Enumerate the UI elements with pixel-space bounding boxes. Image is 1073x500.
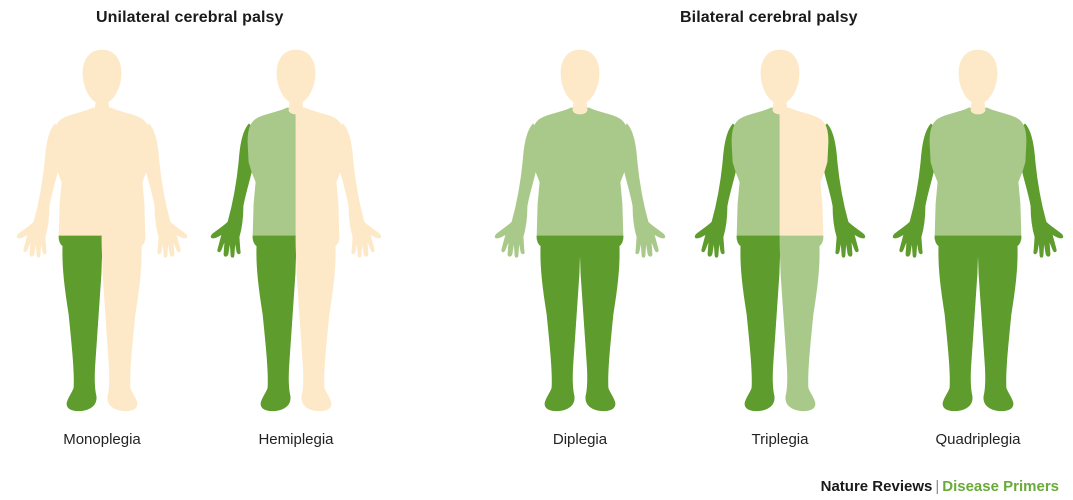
body-region-leg-right — [580, 244, 619, 411]
body-figure-svg — [888, 44, 1068, 416]
body-region-torso-left — [930, 108, 978, 239]
body-region-torso-right — [780, 108, 828, 239]
series-name: Disease Primers — [942, 478, 1059, 495]
body-region-leg-right — [978, 244, 1017, 411]
figure-quadriplegia — [888, 44, 1068, 416]
body-region-leg-left — [939, 244, 978, 411]
figure-hemiplegia — [206, 44, 386, 416]
body-figure-svg — [12, 44, 192, 416]
journal-credit: Nature Reviews|Disease Primers — [821, 478, 1059, 495]
body-region-leg-left — [257, 244, 296, 411]
figure-label-quadriplegia: Quadriplegia — [888, 431, 1068, 448]
figure-label-hemiplegia: Hemiplegia — [206, 431, 386, 448]
figure-diplegia — [490, 44, 670, 416]
bilateral-group-title: Bilateral cerebral palsy — [680, 9, 858, 27]
body-region-torso-right — [978, 108, 1026, 239]
body-region-torso-left — [248, 108, 296, 239]
body-region-head — [277, 50, 315, 114]
body-region-torso-left — [732, 108, 780, 239]
body-region-leg-left — [63, 244, 102, 411]
body-region-leg-right — [102, 244, 141, 411]
unilateral-group-title: Unilateral cerebral palsy — [96, 9, 283, 27]
figure-triplegia — [690, 44, 870, 416]
body-region-leg-left — [541, 244, 580, 411]
body-region-leg-left — [741, 244, 780, 411]
body-region-torso-right — [102, 108, 150, 239]
body-region-torso-left — [54, 108, 102, 239]
figure-label-monoplegia: Monoplegia — [12, 431, 192, 448]
body-figure-svg — [690, 44, 870, 416]
body-region-torso-right — [296, 108, 344, 239]
body-region-head — [761, 50, 799, 114]
body-region-head — [83, 50, 121, 114]
body-figure-svg — [490, 44, 670, 416]
body-figure-svg — [206, 44, 386, 416]
body-region-torso-right — [580, 108, 628, 239]
body-region-head — [561, 50, 599, 114]
body-region-leg-right — [296, 244, 335, 411]
body-region-leg-right — [780, 244, 819, 411]
body-region-head — [959, 50, 997, 114]
figure-label-triplegia: Triplegia — [690, 431, 870, 448]
figure-monoplegia — [12, 44, 192, 416]
figure-label-diplegia: Diplegia — [490, 431, 670, 448]
body-region-torso-left — [532, 108, 580, 239]
credit-separator: | — [932, 478, 942, 495]
journal-name: Nature Reviews — [821, 478, 933, 495]
